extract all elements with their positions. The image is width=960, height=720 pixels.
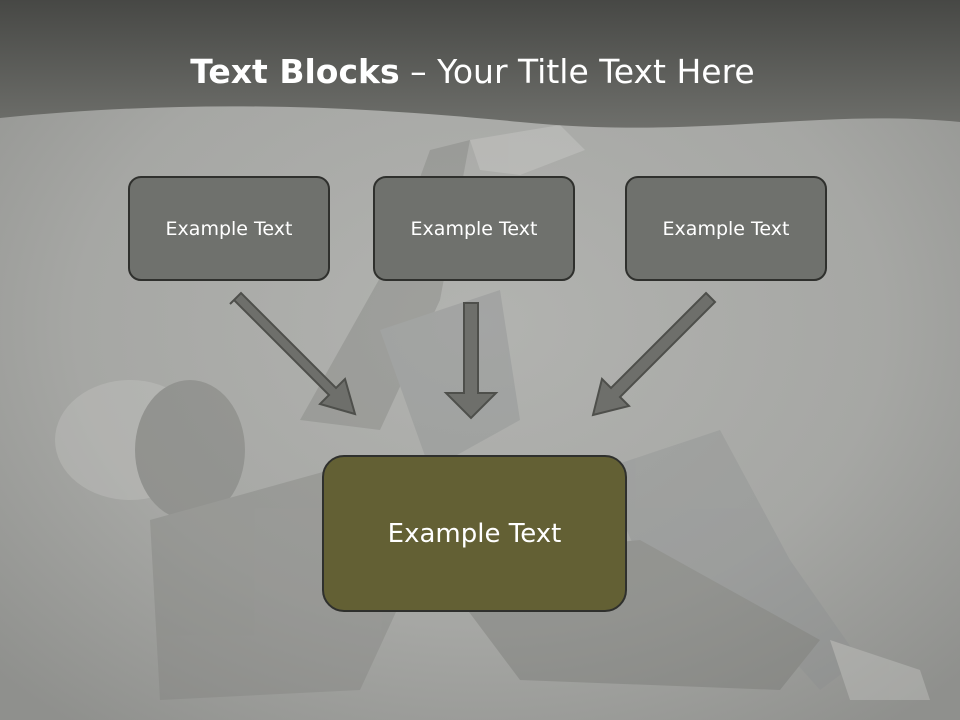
text-block-3: Example Text: [625, 176, 827, 281]
arrow-right-icon: [591, 291, 717, 417]
header-band: [0, 0, 960, 128]
title-rest-part: – Your Title Text Here: [399, 52, 755, 91]
text-block-2-label: Example Text: [410, 217, 538, 240]
main-text-block-label: Example Text: [387, 518, 562, 549]
slide-title: Text Blocks – Your Title Text Here: [0, 52, 945, 91]
arrow-left-icon: [229, 291, 357, 416]
arrow-down-icon: [443, 302, 499, 420]
text-block-3-label: Example Text: [662, 217, 790, 240]
text-block-2: Example Text: [373, 176, 575, 281]
text-block-1: Example Text: [128, 176, 330, 281]
title-bold-part: Text Blocks: [190, 52, 400, 91]
text-block-1-label: Example Text: [165, 217, 293, 240]
main-text-block: Example Text: [322, 455, 627, 612]
